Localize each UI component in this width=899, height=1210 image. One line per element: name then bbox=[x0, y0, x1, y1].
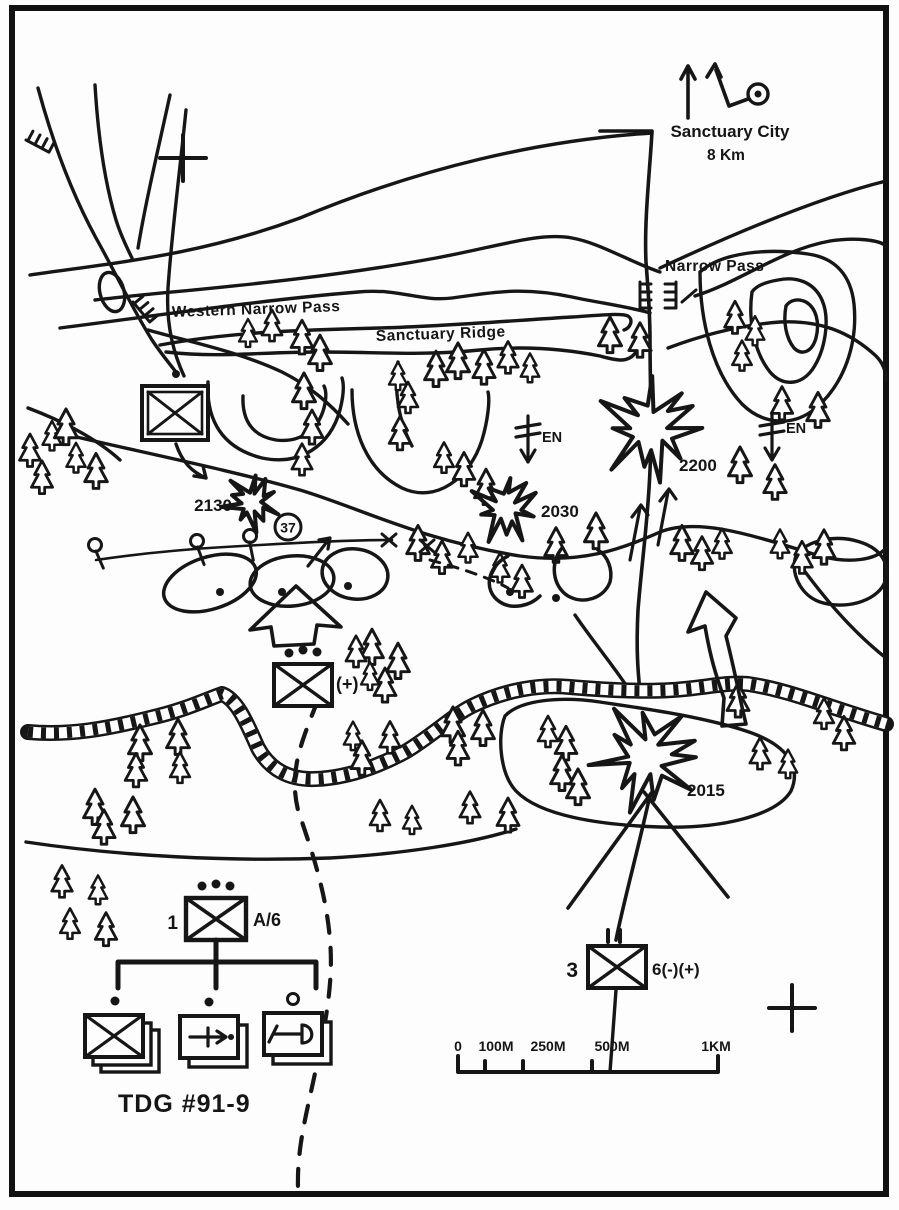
registration-crosses bbox=[158, 133, 817, 1033]
circled-point-37: 37 bbox=[273, 512, 303, 542]
scale-250m: 250M bbox=[530, 1038, 565, 1054]
starburst-2015 bbox=[586, 706, 698, 815]
direction-symbols bbox=[679, 62, 770, 120]
tdg-title-label: TDG #91-9 bbox=[118, 1090, 251, 1118]
city-distance-label: 8 Km bbox=[707, 147, 745, 164]
maneuver-arrows bbox=[174, 442, 748, 1074]
scale-100m: 100M bbox=[478, 1038, 513, 1054]
checkpoint-labels: 2130 2030 2200 2015 bbox=[194, 456, 725, 800]
map-frame bbox=[9, 5, 889, 1197]
assault-arrow bbox=[248, 584, 343, 648]
ribbon-road bbox=[20, 675, 894, 788]
cliff-symbols bbox=[24, 128, 698, 324]
defensive-positions bbox=[86, 527, 613, 614]
starburst-2030 bbox=[469, 476, 538, 544]
platoon-plus-label: (+) bbox=[336, 674, 359, 694]
starburst-2130 bbox=[219, 473, 281, 535]
checkpoint-2015-label: 2015 bbox=[687, 781, 725, 800]
arrow-to-2130 bbox=[174, 442, 208, 480]
road-direction-arrow bbox=[679, 64, 697, 120]
scale-500m: 500M bbox=[594, 1038, 629, 1054]
org-platoon-number: 1 bbox=[167, 913, 178, 934]
enemy-symbol-west: EN bbox=[514, 414, 562, 464]
advance-arrows-to-2200 bbox=[628, 487, 678, 562]
narrow-pass-label: Narrow Pass bbox=[665, 258, 764, 275]
org-mg-squad bbox=[178, 997, 249, 1069]
scale-0: 0 bbox=[454, 1038, 462, 1054]
scale-bar: 0 100M 250M 500M 1KM bbox=[454, 1038, 731, 1074]
unit-battalion: 3 6(-)(+) bbox=[566, 928, 700, 990]
unit-nw-outpost bbox=[140, 370, 210, 442]
org-connector bbox=[115, 937, 319, 991]
enemy-symbol-east: EN bbox=[758, 412, 806, 462]
org-rifle-squads bbox=[83, 996, 161, 1074]
unit-platoon-center: (+) bbox=[272, 645, 359, 708]
battalion-route bbox=[608, 988, 618, 1074]
task-org-chart: 1 A/6 TDG #91-9 bbox=[83, 879, 333, 1118]
org-platoon-designation: A/6 bbox=[253, 910, 281, 930]
checkpoint-2200-label: 2200 bbox=[679, 456, 717, 475]
starburst-2200 bbox=[598, 374, 705, 485]
enemy-label: EN bbox=[542, 430, 562, 446]
sanctuary-ridge-label: Sanctuary Ridge bbox=[376, 323, 506, 345]
counterattack-arrow bbox=[686, 590, 748, 728]
battalion-designation-label: 6(-)(+) bbox=[652, 960, 700, 979]
circled-point-label: 37 bbox=[280, 520, 296, 536]
enemy-label: EN bbox=[786, 421, 806, 437]
place-labels: Western Narrow Pass Sanctuary Ridge Narr… bbox=[172, 122, 791, 345]
pond bbox=[97, 270, 127, 314]
dashed-trail bbox=[292, 697, 333, 1191]
axis-of-advance-fork bbox=[566, 790, 730, 942]
checkpoint-2030-label: 2030 bbox=[541, 502, 579, 521]
battalion-number-label: 3 bbox=[566, 959, 578, 982]
org-assault-squad bbox=[262, 992, 333, 1066]
checkpoint-2130-label: 2130 bbox=[194, 496, 232, 515]
western-pass-label: Western Narrow Pass bbox=[172, 298, 341, 321]
objective-starbursts bbox=[219, 374, 705, 815]
north-arrow bbox=[705, 62, 750, 108]
assault-arrow-inner bbox=[306, 536, 332, 568]
scale-1km: 1KM bbox=[701, 1038, 731, 1054]
city-name-label: Sanctuary City bbox=[670, 122, 790, 141]
